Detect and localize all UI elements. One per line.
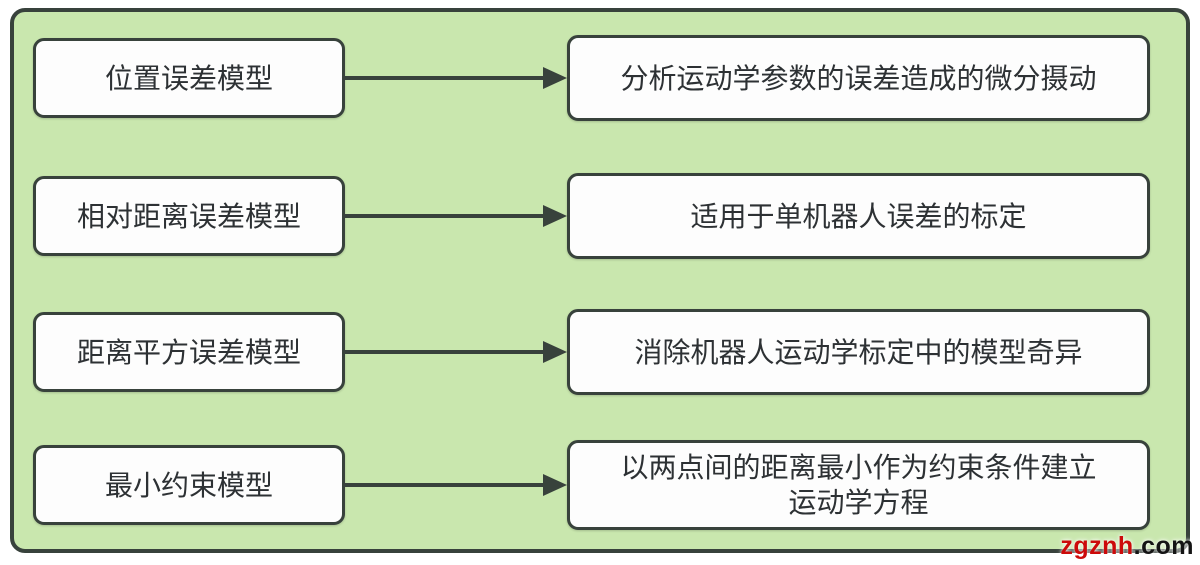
model-box-minimum-constraint: 最小约束模型: [33, 445, 345, 525]
arrow-shaft: [345, 214, 543, 218]
model-box-label: 最小约束模型: [104, 469, 273, 501]
model-box-distance-squared-error: 距离平方误差模型: [33, 312, 345, 392]
description-box-4: 以两点间的距离最小作为约束条件建立 运动学方程: [567, 440, 1150, 530]
watermark-site-name: zgznh: [1060, 532, 1134, 560]
arrow-head: [543, 341, 567, 363]
arrow-head: [543, 67, 567, 89]
description-label: 适用于单机器人误差的标定: [690, 200, 1027, 232]
arrow-head: [543, 474, 567, 496]
arrow-shaft: [345, 350, 543, 354]
model-box-position-error: 位置误差模型: [33, 38, 345, 118]
diagram-row-3: 距离平方误差模型 消除机器人运动学标定中的模型奇异: [14, 302, 1186, 402]
diagram-row-4: 最小约束模型 以两点间的距离最小作为约束条件建立 运动学方程: [14, 435, 1186, 535]
description-label: 分析运动学参数的误差造成的微分摄动: [620, 62, 1097, 94]
description-box-3: 消除机器人运动学标定中的模型奇异: [567, 309, 1150, 395]
arrow-shaft: [345, 76, 543, 80]
diagram-row-2: 相对距离误差模型 适用于单机器人误差的标定: [14, 166, 1186, 266]
diagram-row-1: 位置误差模型 分析运动学参数的误差造成的微分摄动: [14, 28, 1186, 128]
arrow-right-icon: [345, 435, 567, 535]
description-label: 消除机器人运动学标定中的模型奇异: [634, 336, 1083, 368]
arrow-right-icon: [345, 166, 567, 266]
arrow-right-icon: [345, 302, 567, 402]
description-box-1: 分析运动学参数的误差造成的微分摄动: [567, 35, 1150, 121]
arrow-shaft: [345, 483, 543, 487]
model-box-relative-distance-error: 相对距离误差模型: [33, 176, 345, 256]
watermark: zgznh.com: [1060, 532, 1194, 561]
model-box-label: 距离平方误差模型: [76, 336, 301, 368]
watermark-domain-suffix: .com: [1133, 532, 1194, 560]
model-box-label: 相对距离误差模型: [76, 200, 301, 232]
arrow-right-icon: [345, 28, 567, 128]
arrow-head: [543, 205, 567, 227]
description-label: 以两点间的距离最小作为约束条件建立 运动学方程: [620, 452, 1097, 518]
model-box-label: 位置误差模型: [104, 62, 273, 94]
diagram-panel: 位置误差模型 分析运动学参数的误差造成的微分摄动 相对距离误差模型 适用于单机器…: [10, 8, 1190, 553]
description-box-2: 适用于单机器人误差的标定: [567, 173, 1150, 259]
